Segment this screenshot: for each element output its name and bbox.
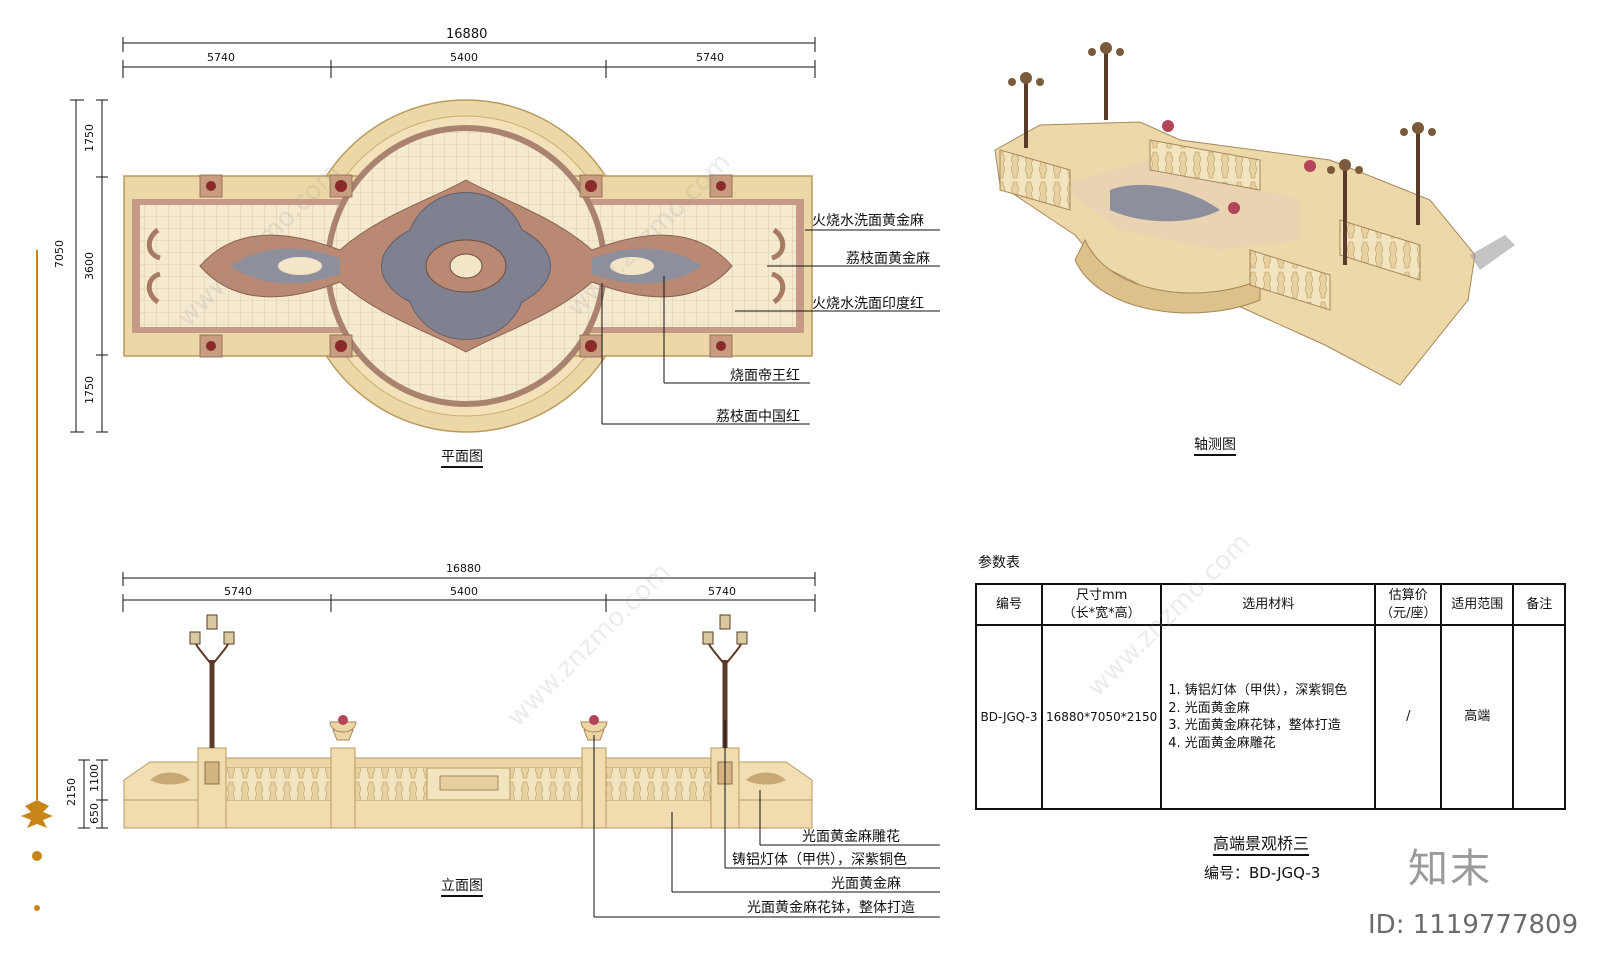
brand-logo: 知末 [1408,846,1492,892]
cell-code: BD-JGQ-3 [975,624,1043,811]
isometric-drawing [994,42,1515,386]
plan-label-2: 荔枝面黄金麻 [846,251,930,267]
elevation-dim-right: 5740 [708,585,736,598]
plan-label-1: 火烧水洗面黄金麻 [812,213,924,229]
param-table-title: 参数表 [978,555,1020,571]
plan-dim-height: 7050 [53,240,66,268]
elevation-label-2: 铸铝灯体（甲供），深紫铜色 [732,852,907,868]
plan-leader-lines [601,229,940,425]
plan-label-5: 荔枝面中国红 [716,409,800,425]
header-materials: 选用材料 [1160,582,1377,627]
header-price: 估算价 （元/座） [1374,582,1443,627]
material-1: 1. 铸铝灯体（甲供），深紫铜色 [1168,683,1348,698]
plan-dim-total: 16880 [446,27,488,42]
footer-code: 编号：BD-JGQ-3 [1204,864,1321,882]
elevation-label-1: 光面黄金麻雕花 [802,829,900,845]
elevation-drawing [123,614,813,829]
elevation-dim-left: 5740 [224,585,252,598]
plan-dim-v2: 3600 [83,252,96,280]
plan-dim-right: 5740 [696,51,724,64]
header-note: 备注 [1512,582,1567,627]
header-scope: 适用范围 [1440,582,1515,627]
material-2: 2. 光面黄金麻 [1168,700,1250,716]
left-ornament [21,250,53,911]
footer-title: 高端景观桥三 [1213,836,1310,856]
plan-drawing [123,99,813,433]
cell-scope: 高端 [1440,624,1515,811]
iso-caption: 轴测图 [1194,438,1236,456]
plan-dim-v3: 1750 [83,376,96,404]
elevation-dimension-lines [78,572,816,829]
elevation-dim-h-bottom: 650 [88,803,101,824]
plan-dim-v1: 1750 [83,124,96,152]
elevation-dim-h-top: 1100 [88,764,101,792]
plan-dimension-lines [70,37,816,433]
elevation-leader-lines [593,720,940,918]
plan-dim-mid: 5400 [450,51,478,64]
image-id: ID: 1119777809 [1368,910,1579,940]
elevation-dim-total: 16880 [446,562,481,575]
elevation-label-4: 光面黄金麻花钵，整体打造 [747,900,915,916]
plan-label-4: 烧面帝王红 [730,368,800,384]
elevation-dim-h-total: 2150 [65,778,78,806]
plan-dim-left: 5740 [207,51,235,64]
plan-label-3: 火烧水洗面印度红 [812,296,924,312]
elevation-label-3: 光面黄金麻 [831,876,901,892]
cell-note [1512,624,1567,811]
plan-caption: 平面图 [441,450,483,468]
param-table: 编号 尺寸mm （长*宽*高） 选用材料 估算价 （元/座） 适用范围 备注 B… [975,582,1567,811]
cell-size: 16880*7050*2150 [1040,624,1163,811]
cell-materials: 1. 铸铝灯体（甲供），深紫铜色 2. 光面黄金麻 3. 光面黄金麻花钵，整体打… [1160,624,1377,811]
elevation-dim-mid: 5400 [450,585,478,598]
cell-price: / [1374,624,1443,811]
header-code: 编号 [975,582,1043,627]
material-4: 4. 光面黄金麻雕花 [1168,735,1276,751]
material-3: 3. 光面黄金麻花钵，整体打造 [1168,718,1341,734]
elevation-caption: 立面图 [441,879,483,897]
header-size: 尺寸mm （长*宽*高） [1040,582,1163,627]
